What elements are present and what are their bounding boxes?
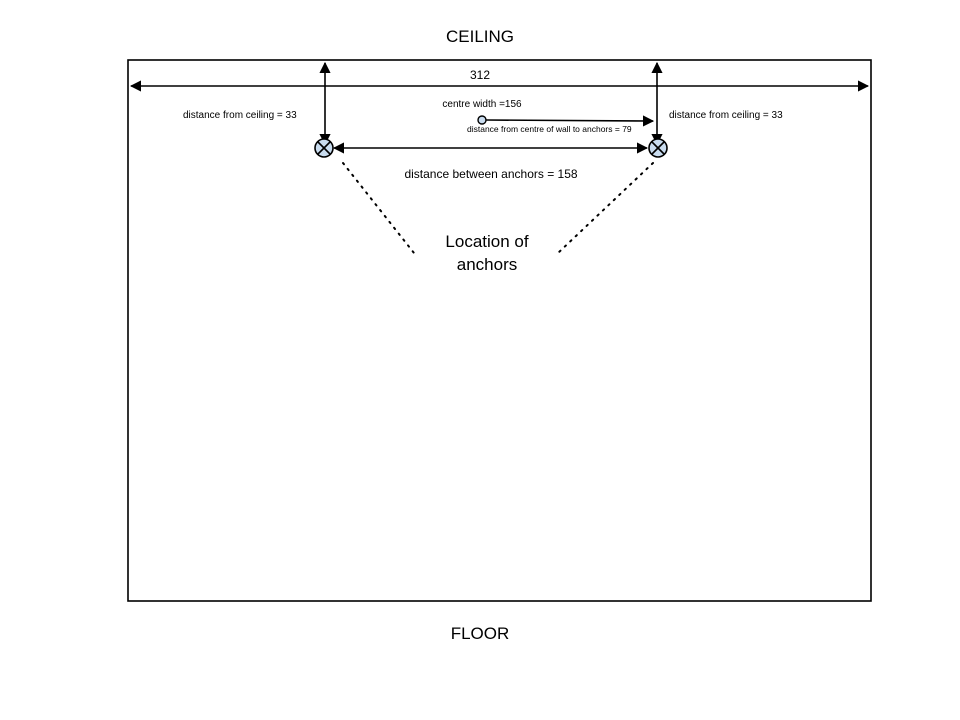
centre-to-anchor-line [485, 115, 655, 127]
location-label-line2: anchors [457, 255, 517, 274]
left-ceiling-distance-label: distance from ceiling = 33 [183, 110, 297, 121]
wall-outline [127, 59, 872, 602]
centre-to-anchor-label: distance from centre of wall to anchors … [467, 124, 632, 134]
left-leader-line [342, 162, 415, 254]
right-ceiling-distance-label: distance from ceiling = 33 [669, 110, 783, 121]
location-label-line1: Location of [445, 232, 528, 251]
floor-label: FLOOR [451, 624, 510, 643]
centre-width-label: centre width =156 [442, 99, 522, 110]
right-anchor-icon [648, 138, 668, 158]
wall-width-label: 312 [470, 68, 490, 82]
centre-point-icon [477, 115, 487, 125]
ceiling-label: CEILING [446, 27, 514, 46]
left-anchor-icon [314, 138, 334, 158]
right-leader-line [557, 162, 654, 254]
anchor-spacing-label: distance between anchors = 158 [404, 167, 577, 181]
